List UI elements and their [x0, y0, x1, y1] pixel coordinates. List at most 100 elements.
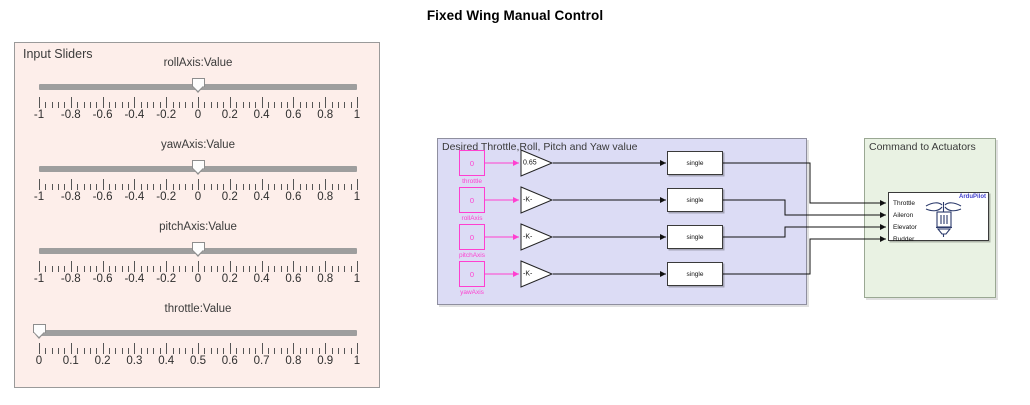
- ardupilot-port-throttle: Throttle: [893, 200, 916, 207]
- ruler-tick: [122, 184, 123, 190]
- ruler-tick: [255, 348, 256, 354]
- ruler-tick: [243, 348, 244, 354]
- ruler-tick: [147, 266, 148, 272]
- tick-label: 0.2: [221, 273, 238, 285]
- tick-label: -0.4: [124, 273, 145, 285]
- tick-label: 1: [353, 273, 361, 285]
- ruler-tick: [153, 266, 154, 272]
- slider-thumb-pitchAxis[interactable]: [191, 242, 205, 257]
- ruler-tick: [166, 97, 167, 108]
- ruler-tick: [287, 348, 288, 354]
- gain-block-throttle[interactable]: 0.65: [520, 149, 554, 177]
- ruler-tick: [71, 179, 72, 190]
- constant-block-pitchAxis[interactable]: 0: [459, 224, 485, 250]
- slider-track-rollAxis[interactable]: [39, 78, 357, 94]
- tick-label: -0.6: [92, 273, 113, 285]
- ruler-tick: [217, 184, 218, 190]
- ruler-tick: [344, 184, 345, 190]
- slider-thumb-rollAxis[interactable]: [191, 78, 205, 93]
- ruler-tick: [179, 348, 180, 354]
- ruler-tick: [351, 266, 352, 272]
- ruler-tick: [230, 179, 231, 190]
- ruler-tick: [243, 184, 244, 190]
- constant-label-pitchAxis: pitchAxis: [458, 252, 486, 259]
- desired-values-subsystem-title: Desired Throttle,Roll, Pitch and Yaw val…: [442, 141, 638, 153]
- ruler-tick: [332, 102, 333, 108]
- slider-thumb-yawAxis[interactable]: [191, 160, 205, 175]
- slider-track-yawAxis[interactable]: [39, 160, 357, 176]
- ruler-tick: [357, 343, 358, 354]
- desired-values-subsystem[interactable]: Desired Throttle,Roll, Pitch and Yaw val…: [437, 138, 807, 305]
- ruler-tick: [243, 266, 244, 272]
- ruler-tick: [103, 97, 104, 108]
- ruler-tick: [147, 102, 148, 108]
- ruler-tick: [147, 184, 148, 190]
- ruler-tick: [249, 266, 250, 272]
- ruler-tick: [300, 266, 301, 272]
- constant-block-rollAxis[interactable]: 0: [459, 187, 485, 213]
- ruler-tick: [96, 266, 97, 272]
- data-type-conversion-block-throttle[interactable]: single: [667, 151, 723, 175]
- gain-block-rollAxis[interactable]: -K-: [520, 186, 554, 214]
- ruler-tick: [173, 102, 174, 108]
- ruler-tick: [332, 266, 333, 272]
- gain-block-yawAxis[interactable]: -K-: [520, 260, 554, 288]
- slider-thumb-throttle[interactable]: [32, 324, 46, 339]
- constant-block-yawAxis[interactable]: 0: [459, 261, 485, 287]
- gain-block-pitchAxis[interactable]: -K-: [520, 223, 554, 251]
- ruler-tick: [160, 184, 161, 190]
- ruler-tick: [230, 261, 231, 272]
- ruler-tick: [153, 102, 154, 108]
- tick-label: -0.4: [124, 109, 145, 121]
- ruler-tick: [325, 343, 326, 354]
- ruler-tick: [147, 348, 148, 354]
- data-type-conversion-block-pitchAxis[interactable]: single: [667, 225, 723, 249]
- tick-label: 0.6: [285, 191, 302, 203]
- ruler-tick: [274, 102, 275, 108]
- ruler-tick: [312, 266, 313, 272]
- constant-block-throttle[interactable]: 0: [459, 150, 485, 176]
- ruler-tick: [141, 348, 142, 354]
- ruler-tick: [134, 179, 135, 190]
- ruler-tick: [185, 348, 186, 354]
- data-type-conversion-block-yawAxis[interactable]: single: [667, 262, 723, 286]
- ruler-tick: [166, 261, 167, 272]
- tick-label: 1: [353, 109, 361, 121]
- ruler-tick: [115, 266, 116, 272]
- ruler-tick: [217, 266, 218, 272]
- ruler-tick: [274, 266, 275, 272]
- constant-label-rollAxis: rollAxis: [461, 215, 483, 222]
- ruler-tick: [173, 348, 174, 354]
- ruler-tick: [141, 102, 142, 108]
- ruler-tick: [357, 261, 358, 272]
- ruler-tick: [173, 184, 174, 190]
- ruler-tick: [325, 261, 326, 272]
- tick-label: -0.8: [60, 273, 81, 285]
- ruler-tick: [236, 266, 237, 272]
- ruler-tick: [198, 261, 199, 272]
- ruler-tick: [103, 179, 104, 190]
- ruler-tick: [281, 348, 282, 354]
- ruler-tick: [84, 348, 85, 354]
- ruler-tick: [287, 266, 288, 272]
- data-type-conversion-block-rollAxis[interactable]: single: [667, 188, 723, 212]
- ruler-tick: [185, 184, 186, 190]
- slider-track-pitchAxis[interactable]: [39, 242, 357, 258]
- tick-label: -1: [33, 273, 45, 285]
- ruler-tick: [249, 184, 250, 190]
- gain-value-yawAxis: -K-: [523, 270, 533, 278]
- tick-label: 0.1: [62, 355, 79, 367]
- ruler-tick: [128, 348, 129, 354]
- slider-track-throttle[interactable]: [32, 324, 357, 340]
- tick-label: 0.4: [253, 191, 270, 203]
- ardupilot-port-rudder: Rudder: [893, 236, 915, 243]
- tick-label: 0: [194, 109, 202, 121]
- ruler-tick: [109, 184, 110, 190]
- tick-label: 0.8: [285, 355, 302, 367]
- input-sliders-title: Input Sliders: [23, 47, 93, 61]
- ruler-tick: [52, 184, 53, 190]
- ruler-tick: [281, 102, 282, 108]
